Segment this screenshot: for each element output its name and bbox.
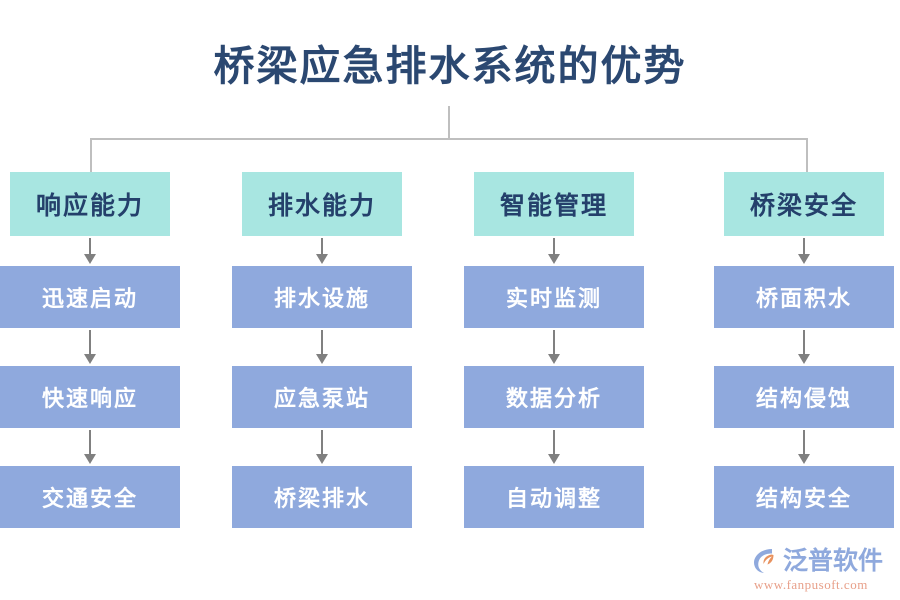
column-response-capability: 响应能力 迅速启动 快速响应 交通安全 — [0, 172, 180, 528]
arrow-head-icon — [548, 454, 560, 464]
arrow-head-icon — [316, 254, 328, 264]
arrow-node-2-1-to-2-2 — [232, 328, 412, 366]
node-1-1[interactable]: 迅速启动 — [0, 266, 180, 328]
node-1-2[interactable]: 快速响应 — [0, 366, 180, 428]
connector-root-vertical — [448, 106, 450, 139]
connector-branch-left — [90, 138, 92, 172]
connector-branch-right — [806, 138, 808, 172]
node-4-1[interactable]: 桥面积水 — [714, 266, 894, 328]
arrow-header-to-node-1-1 — [0, 236, 180, 266]
column-drainage-capability: 排水能力 排水设施 应急泵站 桥梁排水 — [232, 172, 412, 528]
arrow-header-to-node-3-1 — [464, 236, 644, 266]
arrow-node-3-1-to-3-2 — [464, 328, 644, 366]
column-header-4[interactable]: 桥梁安全 — [724, 172, 884, 236]
arrow-shaft — [321, 430, 323, 456]
connector-horizontal-bus — [90, 138, 808, 140]
arrow-header-to-node-4-1 — [714, 236, 894, 266]
column-intelligent-management: 智能管理 实时监测 数据分析 自动调整 — [464, 172, 644, 528]
arrow-node-1-1-to-1-2 — [0, 328, 180, 366]
node-2-2[interactable]: 应急泵站 — [232, 366, 412, 428]
arrow-node-3-2-to-3-3 — [464, 428, 644, 466]
arrow-head-icon — [548, 254, 560, 264]
arrow-head-icon — [798, 354, 810, 364]
arrow-node-2-2-to-2-3 — [232, 428, 412, 466]
arrow-shaft — [553, 238, 555, 256]
column-header-3[interactable]: 智能管理 — [474, 172, 634, 236]
node-2-1[interactable]: 排水设施 — [232, 266, 412, 328]
arrow-shaft — [321, 330, 323, 356]
arrow-shaft — [321, 238, 323, 256]
arrow-node-4-2-to-4-3 — [714, 428, 894, 466]
arrow-shaft — [553, 330, 555, 356]
node-3-3[interactable]: 自动调整 — [464, 466, 644, 528]
column-header-2[interactable]: 排水能力 — [242, 172, 402, 236]
arrow-head-icon — [798, 254, 810, 264]
node-1-3[interactable]: 交通安全 — [0, 466, 180, 528]
arrow-shaft — [553, 430, 555, 456]
arrow-head-icon — [84, 454, 96, 464]
fanpu-swoosh-icon — [752, 547, 780, 575]
arrow-shaft — [803, 330, 805, 356]
arrow-node-4-1-to-4-2 — [714, 328, 894, 366]
node-4-2[interactable]: 结构侵蚀 — [714, 366, 894, 428]
arrow-head-icon — [84, 254, 96, 264]
arrow-node-1-2-to-1-3 — [0, 428, 180, 466]
arrow-head-icon — [316, 454, 328, 464]
column-bridge-safety: 桥梁安全 桥面积水 结构侵蚀 结构安全 — [714, 172, 894, 528]
page-title: 桥梁应急排水系统的优势 — [213, 43, 687, 89]
logo-url: www.fanpusoft.com — [754, 577, 868, 592]
brand-logo[interactable]: 泛普软件 www.fanpusoft.com — [752, 546, 892, 594]
column-header-1[interactable]: 响应能力 — [10, 172, 170, 236]
arrow-header-to-node-2-1 — [232, 236, 412, 266]
node-3-2[interactable]: 数据分析 — [464, 366, 644, 428]
node-4-3[interactable]: 结构安全 — [714, 466, 894, 528]
arrow-head-icon — [84, 354, 96, 364]
arrow-head-icon — [316, 354, 328, 364]
arrow-shaft — [89, 430, 91, 456]
logo-row: 泛普软件 — [752, 546, 892, 576]
logo-name: 泛普软件 — [783, 547, 884, 575]
node-3-1[interactable]: 实时监测 — [464, 266, 644, 328]
node-2-3[interactable]: 桥梁排水 — [232, 466, 412, 528]
arrow-head-icon — [548, 354, 560, 364]
arrow-shaft — [803, 238, 805, 256]
arrow-shaft — [89, 330, 91, 356]
arrow-head-icon — [798, 454, 810, 464]
arrow-shaft — [89, 238, 91, 256]
arrow-shaft — [803, 430, 805, 456]
